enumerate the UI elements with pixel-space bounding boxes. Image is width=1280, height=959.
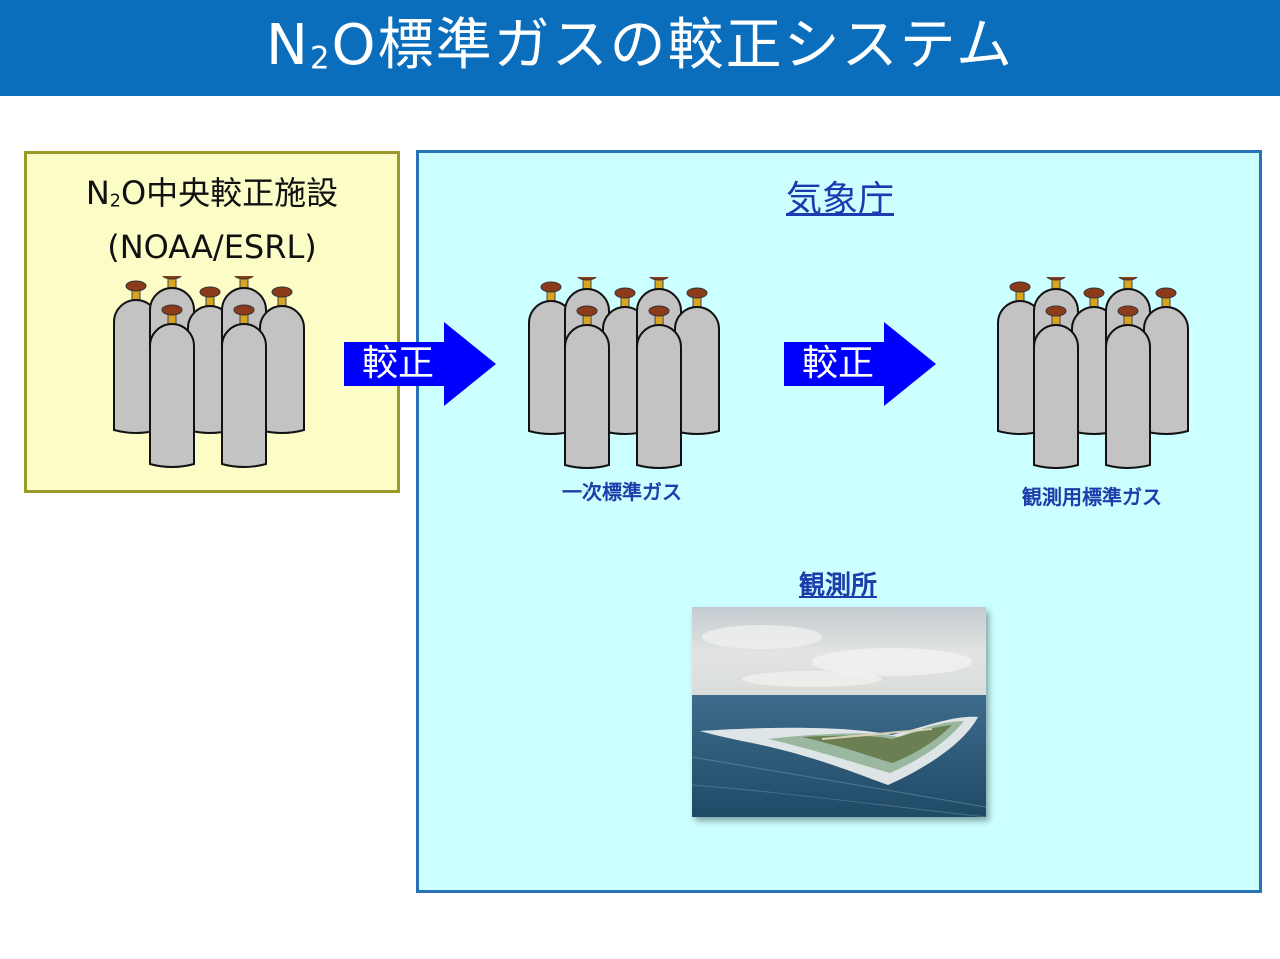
central-facility-name: N2O中央較正施設 (85, 174, 339, 212)
central-facility-org: (NOAA/ESRL) (107, 228, 317, 266)
central-cylinder-6 (221, 304, 267, 468)
title-bar (0, 0, 1280, 96)
observatory-label: 観測所 (798, 571, 877, 601)
observation-cylinder-group (997, 277, 1189, 469)
page-title: N2O標準ガスの較正システム (266, 13, 1014, 78)
observation-cylinder-6 (1105, 305, 1151, 469)
agency-label: 気象庁 (785, 179, 894, 220)
observation-cylinder-0 (997, 281, 1043, 435)
primary-cylinder-4 (674, 287, 720, 435)
central-cylinder-4 (259, 286, 305, 434)
central-cylinder-0 (113, 280, 159, 434)
calibration-arrow-2-label: 較正 (802, 343, 875, 384)
observation-cylinder-4 (1143, 287, 1189, 435)
primary-cylinder-0 (528, 281, 574, 435)
calibration-arrow-1 (344, 322, 496, 406)
calibration-arrow-1-label: 較正 (362, 343, 435, 384)
primary-cylinder-6 (636, 305, 682, 469)
calibration-arrow-2 (784, 322, 936, 406)
central-cylinder-group (113, 276, 305, 468)
aerial-island-photo (692, 607, 986, 817)
central-cylinder-5 (149, 304, 195, 468)
primary-cylinder-group (528, 277, 720, 469)
observation-cylinder-5 (1033, 305, 1079, 469)
primary-cylinder-5 (564, 305, 610, 469)
primary-gas-label: 一次標準ガス (562, 480, 682, 504)
observation-gas-label: 観測用標準ガス (1022, 485, 1162, 509)
